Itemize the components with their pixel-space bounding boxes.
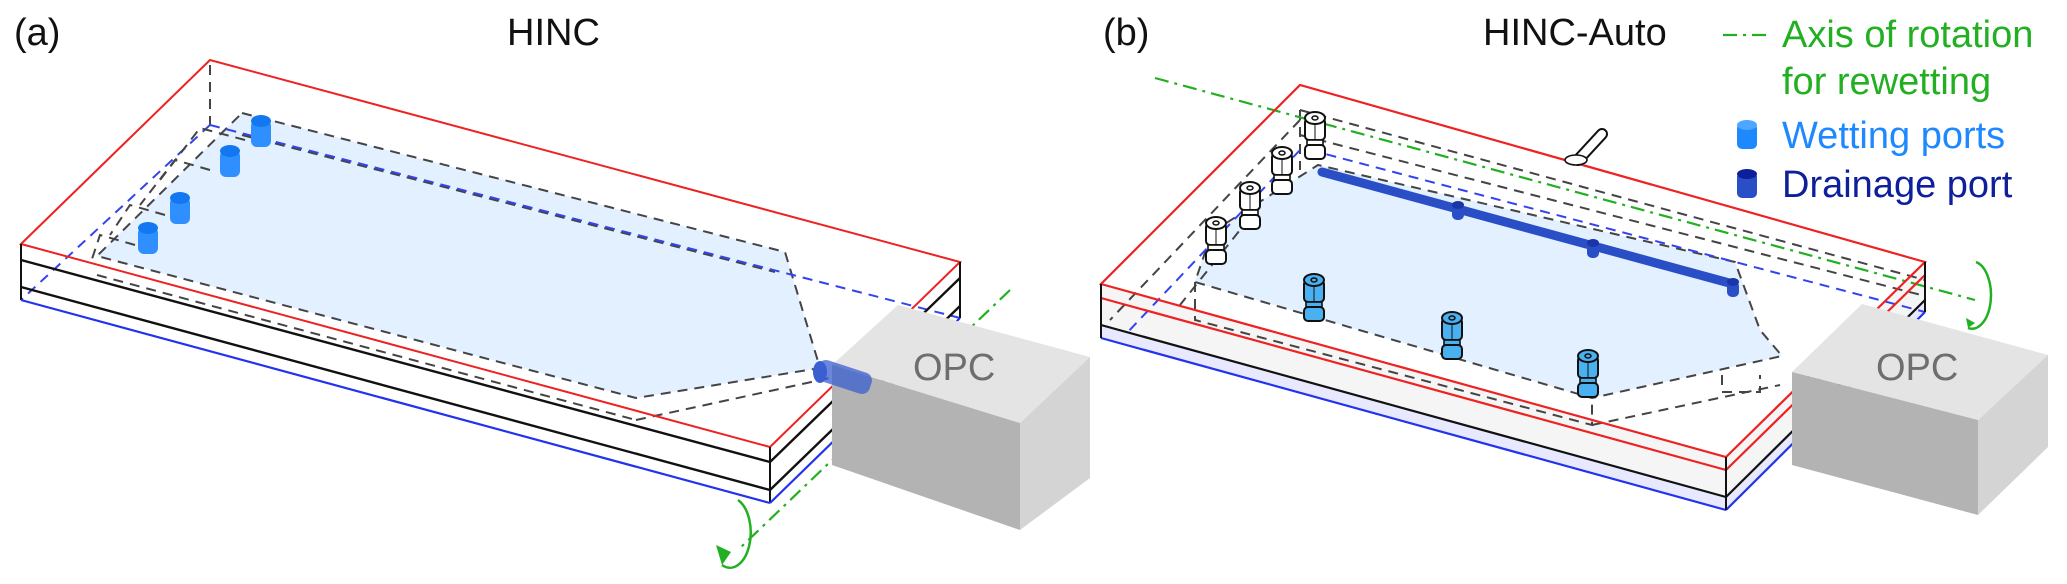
legend-wetting: Wetting ports — [1782, 115, 2005, 157]
wetting-port — [170, 192, 190, 224]
rotation-arrow-a — [721, 498, 752, 569]
chamber-bottom-edge-a — [96, 274, 637, 421]
bottom-plate-b — [1100, 336, 1727, 512]
chamber-inner-line-a — [241, 134, 776, 273]
wetting-ports-a — [138, 115, 271, 254]
hidden-left-b1 — [1109, 119, 1301, 321]
inlet-fitting — [1271, 146, 1293, 195]
panel-b-title: HINC-Auto — [1483, 12, 1667, 54]
wetting-fitting — [1577, 349, 1599, 398]
inlet-fitting — [1205, 216, 1227, 265]
panel-a: (a) HINC — [14, 12, 1090, 569]
drainage-port-a — [813, 359, 872, 395]
legend-drainage: Drainage port — [1782, 164, 2013, 206]
wetting-port — [138, 222, 158, 254]
wetting-fittings-b — [1303, 273, 1599, 398]
panel-b-letter: (b) — [1103, 12, 1149, 54]
hidden-bottom-left-a — [20, 124, 211, 301]
hidden-line-b2 — [1299, 134, 1926, 297]
rotation-axis-b — [1154, 76, 1976, 302]
legend-axis-line1: Axis of rotation — [1782, 14, 2033, 56]
wetting-port — [251, 115, 271, 147]
rotation-arrowhead-b — [1966, 318, 1975, 328]
wetting-port-icon — [1737, 120, 1757, 149]
panel-a-letter: (a) — [14, 12, 60, 54]
wetting-port — [220, 145, 240, 177]
chamber-b — [1195, 165, 1782, 398]
hidden-line-b3 — [1309, 149, 1926, 313]
chamber-outline-a — [95, 112, 822, 400]
chamber-outline-b — [1193, 163, 1784, 400]
legend-axis-line2: for rewetting — [1782, 61, 1991, 103]
rotation-arrow-b — [1967, 260, 1993, 330]
inlet-fitting — [1304, 111, 1326, 160]
chamber-a — [97, 113, 820, 398]
opc-label-a: OPC — [913, 347, 995, 389]
wetting-fitting — [1303, 273, 1325, 322]
legend: Axis of rotation for rewetting Wetting p… — [1723, 14, 2033, 206]
handle-b — [1564, 128, 1608, 166]
bottom-plate-a — [20, 298, 771, 505]
opc-box-b: OPC — [1792, 304, 2048, 515]
panel-a-title: HINC — [507, 12, 600, 54]
drainage-nub — [1587, 239, 1599, 258]
drainage-nub — [1452, 201, 1464, 220]
hidden-line-b1 — [1299, 109, 1926, 281]
outlet-box-b — [1721, 375, 1761, 393]
wetting-fitting — [1441, 311, 1463, 360]
drainage-bar — [1317, 167, 1738, 289]
opc-box-a: OPC — [832, 305, 1090, 530]
drainage-port-icon — [1737, 169, 1757, 198]
inlet-fittings-b — [1205, 111, 1326, 265]
panel-b: (b) HINC-Auto — [1098, 12, 2048, 515]
inlet-fitting — [1239, 181, 1261, 230]
opc-label-b: OPC — [1876, 347, 1958, 389]
chamber-lower-b — [1194, 282, 1593, 427]
drainage-nub — [1727, 278, 1739, 297]
drainage-manifold-b — [1317, 167, 1739, 297]
port-channels-a — [89, 126, 246, 266]
rotation-arrowhead-a — [716, 545, 731, 565]
